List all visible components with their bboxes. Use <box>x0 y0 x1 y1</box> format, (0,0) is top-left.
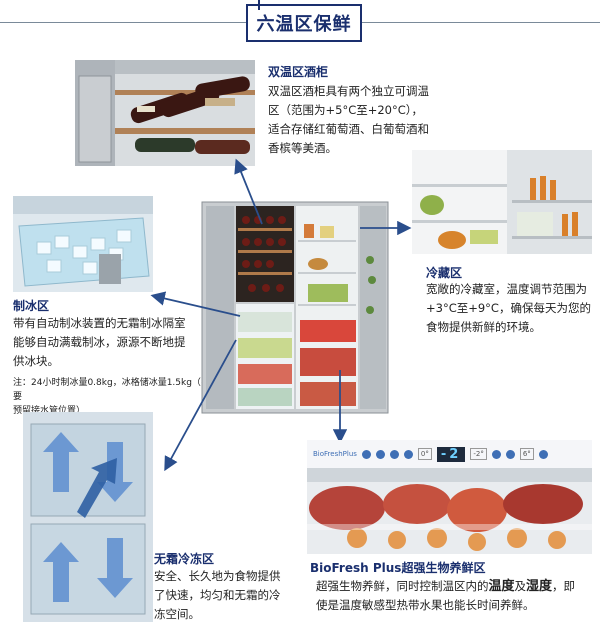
biofresh-zone-description: 超强生物养鲜，同时控制温区内的温度及湿度，即 使是温度敏感型热带水果也能长时间养… <box>316 577 596 615</box>
panel-button-icon[interactable] <box>491 449 501 459</box>
biofresh-brand-label: BioFreshPlus <box>313 450 357 458</box>
freezer-zone-line: 了快速，均匀和无霜的冷 <box>154 588 281 602</box>
biofresh-text: 及 <box>514 579 527 593</box>
biofresh-text: ，即 <box>552 579 576 593</box>
ice-maker-photo <box>13 196 153 292</box>
ice-zone-line: 带有自动制冰装置的无霜制冰隔室 <box>13 316 186 330</box>
ice-zone-description: 带有自动制冰装置的无霜制冰隔室 能够自动满载制冰，源源不断地提 供冰块。 <box>13 314 203 371</box>
biofresh-control-panel: BioFreshPlus 0° -2 -2° 6° <box>307 440 592 468</box>
wine-zone-line: 香槟等美酒。 <box>268 141 337 155</box>
fridge-zone-line: 食物提供新鲜的环境。 <box>426 320 541 334</box>
fridge-zone-title: 冷藏区 <box>426 266 463 280</box>
ice-zone-line: 能够自动满载制冰，源源不断地提 <box>13 335 186 349</box>
freezer-zone-line: 安全、长久地为食物提供 <box>154 569 281 583</box>
biofresh-zone-line: 超强生物养鲜，同时控制温区内的温度及湿度，即 <box>316 577 596 596</box>
freezer-airflow-photo <box>23 412 153 622</box>
freezer-zone-description: 安全、长久地为食物提供 了快速，均匀和无霜的冷 冻空间。 <box>154 567 294 624</box>
page-title: 六温区保鲜 <box>256 14 352 35</box>
biofresh-drawer-photo <box>307 468 592 554</box>
ice-zone-note-line: 预留接水管位置） <box>13 406 86 416</box>
ice-zone-title: 制冰区 <box>13 299 50 313</box>
title-tick <box>258 0 260 10</box>
fridge-zone-description: 宽敞的冷藏室，温度调节范围为 +3°C至+9°C，确保每天为您的 食物提供新鲜的… <box>426 280 596 337</box>
panel-button-icon[interactable] <box>505 449 515 459</box>
wine-zone-line: 区（范围为+5°C至+20°C）， <box>268 103 424 117</box>
panel-temp-display: -2 <box>436 446 466 462</box>
side-by-side-fridge-image <box>200 200 390 415</box>
panel-button-icon[interactable] <box>375 449 385 459</box>
panel-button-icon[interactable] <box>389 449 399 459</box>
biofresh-zone-title: BioFresh Plus超强生物养鲜区 <box>310 561 486 575</box>
ice-zone-note-line: 注：24小时制冰量0.8kg，冰格储冰量1.5kg（需要 <box>13 378 210 402</box>
biofresh-emphasis: 湿度 <box>526 579 553 594</box>
biofresh-text: 超强生物养鲜，同时控制温区内的 <box>316 579 489 593</box>
panel-button-icon[interactable] <box>403 449 413 459</box>
title-rule-right <box>358 22 600 23</box>
fridge-zone-line: 宽敞的冷藏室，温度调节范围为 <box>426 282 587 296</box>
wine-zone-description: 双温区酒柜具有两个独立可调温 区（范围为+5°C至+20°C）， 适合存储红葡萄… <box>268 82 448 158</box>
fridge-zone-line: +3°C至+9°C，确保每天为您的 <box>426 301 591 315</box>
panel-temp-box: 6° <box>519 448 534 460</box>
panel-button-icon[interactable] <box>361 449 371 459</box>
freezer-zone-line: 冻空间。 <box>154 607 200 621</box>
fridge-interior-photo <box>412 150 592 254</box>
title-rule-left <box>0 22 246 23</box>
panel-button-icon[interactable] <box>538 449 548 459</box>
biofresh-zone-line: 使是温度敏感型热带水果也能长时间养鲜。 <box>316 598 535 612</box>
ice-zone-note: 注：24小时制冰量0.8kg，冰格储冰量1.5kg（需要 预留接水管位置） <box>13 376 213 418</box>
wine-zone-line: 双温区酒柜具有两个独立可调温 <box>268 84 429 98</box>
panel-temp-box: -2° <box>470 448 487 460</box>
wine-cabinet-photo <box>75 60 255 166</box>
wine-zone-title: 双温区酒柜 <box>268 65 329 79</box>
biofresh-emphasis: 温度 <box>488 579 515 594</box>
wine-zone-line: 适合存储红葡萄酒、白葡萄酒和 <box>268 122 429 136</box>
title-box: 六温区保鲜 <box>246 0 362 42</box>
freezer-zone-title: 无霜冷冻区 <box>154 552 215 566</box>
ice-zone-line: 供冰块。 <box>13 354 59 368</box>
panel-temp-box: 0° <box>417 448 432 460</box>
